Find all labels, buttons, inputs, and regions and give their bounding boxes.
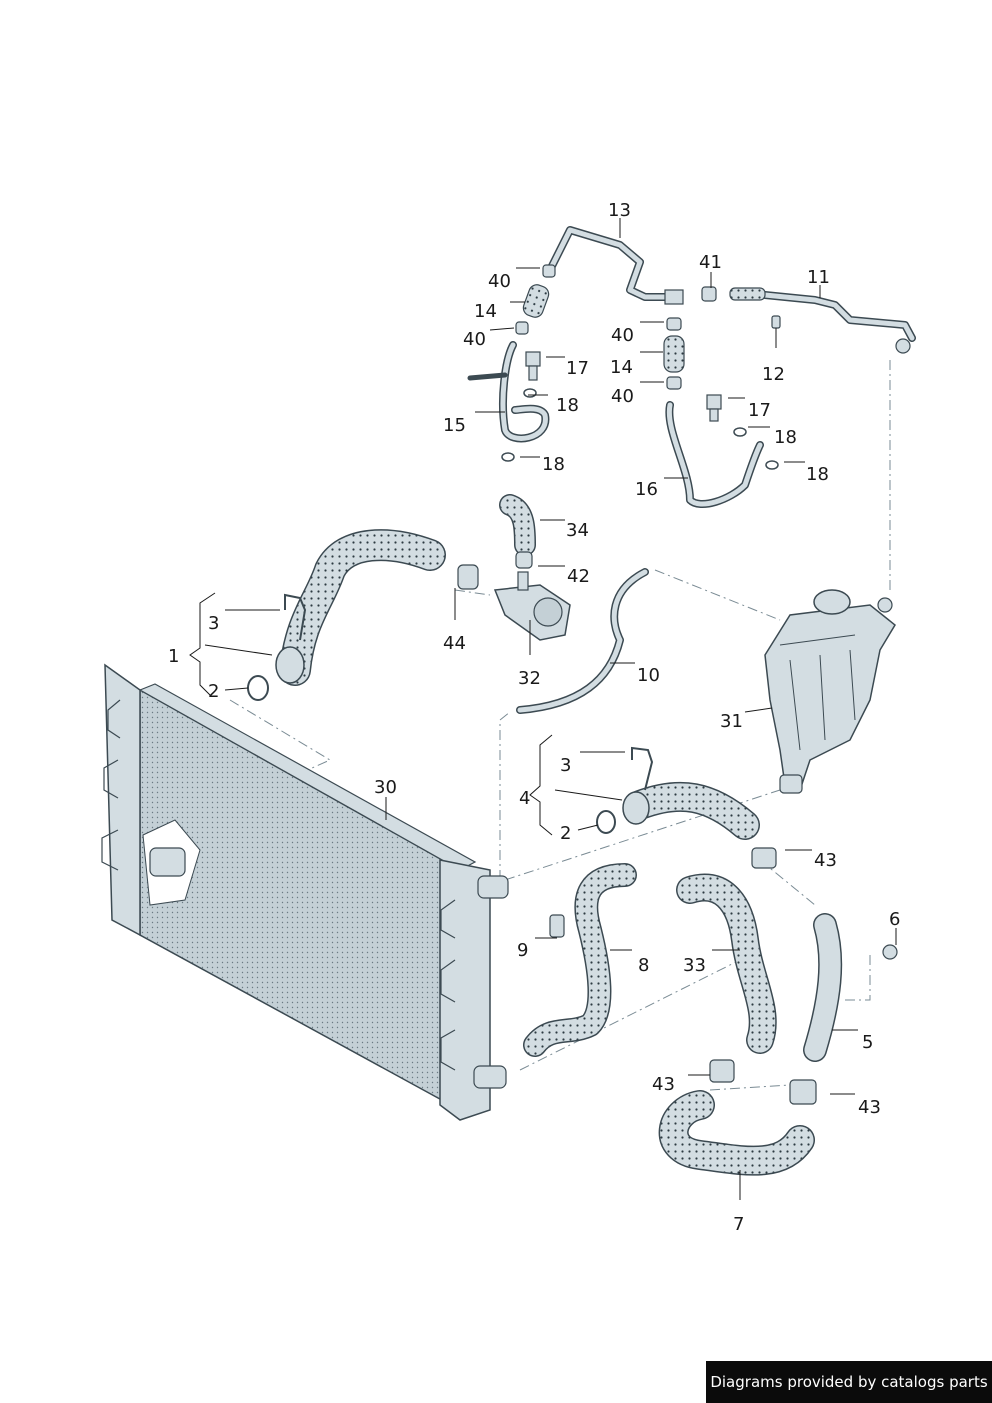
label-18: 18 <box>774 427 797 448</box>
expansion-tank <box>764 589 896 794</box>
label-33: 33 <box>683 955 706 976</box>
label-40: 40 <box>611 386 634 407</box>
label-18: 18 <box>556 395 579 416</box>
label-12: 12 <box>762 364 785 385</box>
catalog-credit-text: Diagrams provided by catalogs parts <box>710 1373 988 1391</box>
label-32: 32 <box>518 668 541 689</box>
label-14: 14 <box>610 357 633 378</box>
label-17: 17 <box>748 400 771 421</box>
label-34: 34 <box>566 520 589 541</box>
label-1: 1 <box>168 646 179 667</box>
label-42: 42 <box>567 566 590 587</box>
label-40: 40 <box>611 325 634 346</box>
label-3: 3 <box>208 613 219 634</box>
catalog-credit-banner: Diagrams provided by catalogs parts <box>706 1361 992 1403</box>
label-6: 6 <box>889 909 900 930</box>
label-7: 7 <box>733 1214 744 1235</box>
label-15: 15 <box>443 415 466 436</box>
thermostat-housing <box>493 571 571 641</box>
label-16: 16 <box>635 479 658 500</box>
label-3: 3 <box>560 755 571 776</box>
label-18: 18 <box>542 454 565 475</box>
coolant-hoses <box>279 226 916 1176</box>
label-5: 5 <box>862 1032 873 1053</box>
label-18: 18 <box>806 464 829 485</box>
label-14: 14 <box>474 301 497 322</box>
label-43: 43 <box>858 1097 881 1118</box>
part-labels: 1 2 3 4 2 3 5 6 7 8 9 10 11 12 13 14 14 … <box>168 200 900 1235</box>
leader-lines <box>189 218 897 1200</box>
small-parts <box>247 264 911 1105</box>
label-10: 10 <box>637 665 660 686</box>
label-17: 17 <box>566 358 589 379</box>
label-43: 43 <box>814 850 837 871</box>
label-2: 2 <box>208 681 219 702</box>
label-8: 8 <box>638 955 649 976</box>
label-31: 31 <box>720 711 743 732</box>
label-9: 9 <box>517 940 528 961</box>
label-44: 44 <box>443 633 466 654</box>
label-11: 11 <box>807 267 830 288</box>
label-40: 40 <box>463 329 486 350</box>
label-30: 30 <box>374 777 397 798</box>
label-40: 40 <box>488 271 511 292</box>
label-2: 2 <box>560 823 571 844</box>
radiator <box>101 663 509 1121</box>
label-4: 4 <box>519 788 530 809</box>
label-43: 43 <box>652 1074 675 1095</box>
label-41: 41 <box>699 252 722 273</box>
label-13: 13 <box>608 200 631 221</box>
